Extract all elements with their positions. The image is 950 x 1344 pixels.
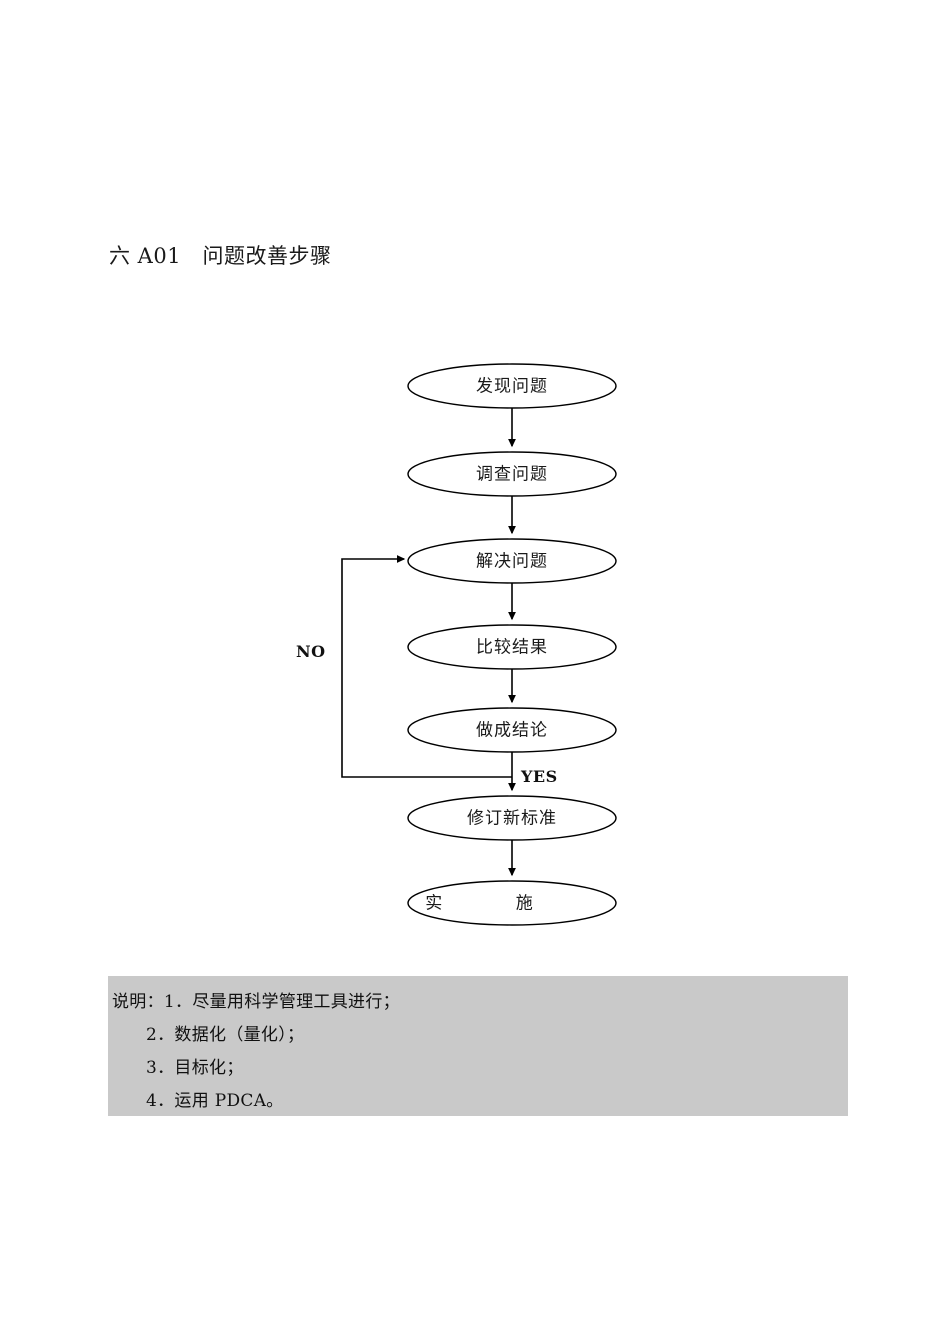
flowchart-diagram: 发现问题 调查问题 解决问题 比较结果 做成结论 修订新标准 实 施 NO YE… xyxy=(0,330,950,950)
flow-node-form-conclusion[interactable] xyxy=(407,707,617,753)
flow-node-label-2: 调查问题 xyxy=(476,465,548,485)
flow-node-label-4: 比较结果 xyxy=(476,638,548,658)
note-line-2: 2．数据化（量化）； xyxy=(146,1025,305,1045)
flow-node-label-6: 修订新标准 xyxy=(467,809,557,829)
note-line-4: 4．运用 PDCA。 xyxy=(146,1091,284,1111)
note-line-3: 3．目标化； xyxy=(146,1058,244,1078)
page-title: 六 A01 问题改善步骤 xyxy=(109,244,332,268)
flow-node-label-3: 解决问题 xyxy=(476,552,548,572)
flow-node-label-7: 实 施 xyxy=(425,894,566,914)
flow-node-discover-problem[interactable] xyxy=(407,363,617,409)
note-box: 说明：1．尽量用科学管理工具进行； 2．数据化（量化）； 3．目标化； 4．运用… xyxy=(108,976,848,1116)
note-line-1: 说明：1．尽量用科学管理工具进行； xyxy=(112,992,400,1012)
flow-node-label-1: 发现问题 xyxy=(476,377,548,397)
flow-node-solve-problem[interactable] xyxy=(407,538,617,584)
flow-edge-label-no: NO xyxy=(296,642,326,661)
flow-node-implement[interactable] xyxy=(407,880,617,926)
flow-edge-label-yes: YES xyxy=(520,767,558,786)
flow-node-investigate-problem[interactable] xyxy=(407,451,617,497)
flow-node-compare-results[interactable] xyxy=(407,624,617,670)
flowchart-canvas: 发现问题 调查问题 解决问题 比较结果 做成结论 修订新标准 实 施 NO YE… xyxy=(296,363,617,926)
flow-edge-feedback-no xyxy=(341,555,512,778)
flow-node-revise-standard[interactable] xyxy=(407,795,617,841)
flow-node-label-5: 做成结论 xyxy=(476,721,548,741)
